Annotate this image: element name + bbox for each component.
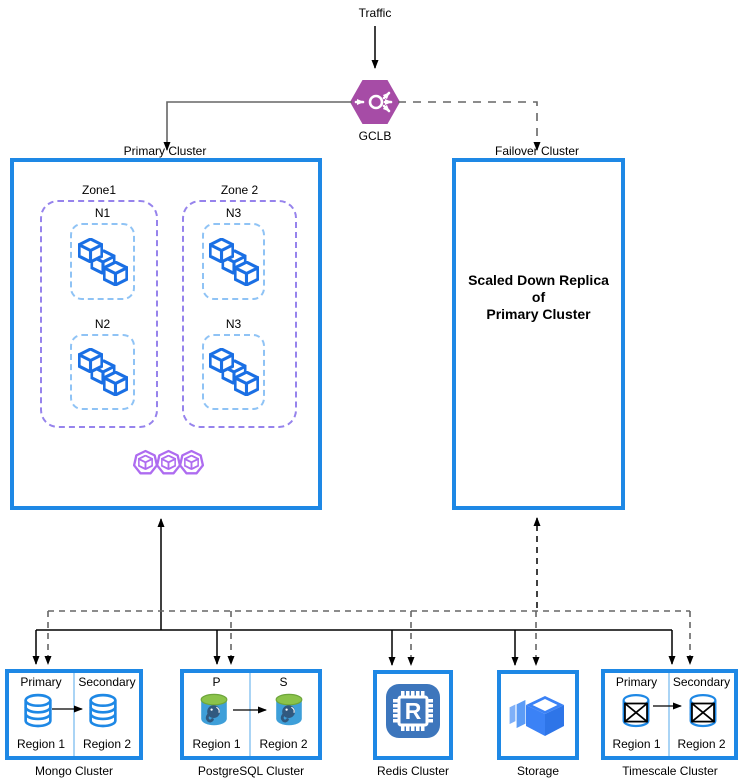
postgresql-secondary-label: S <box>279 675 288 689</box>
node-n3b-box <box>202 334 265 410</box>
timescale-primary-label: Primary <box>615 675 658 689</box>
mongo-database-icon <box>88 693 118 729</box>
mongo-region-divider <box>73 673 75 756</box>
node-n3a-box <box>202 223 265 300</box>
gke-icon <box>156 449 181 478</box>
timescale-cluster-label: Timescale Cluster <box>622 764 718 778</box>
failover-text-line1: Scaled Down Replica <box>468 272 609 288</box>
failover-cluster-label: Failover Cluster <box>494 144 580 158</box>
node-n2-label: N2 <box>94 317 111 331</box>
postgresql-primary-label: P <box>212 675 221 689</box>
timescale-region-divider <box>668 673 670 756</box>
gke-icon <box>179 449 204 478</box>
timescale-secondary-label: Secondary <box>672 675 731 689</box>
edge-gclb-to-failover <box>398 101 541 151</box>
timescale-region1-label: Region 1 <box>612 737 661 751</box>
zone1-label: Zone1 <box>81 183 117 197</box>
gclb-load-balancer-icon <box>350 80 400 124</box>
storage-box <box>497 670 579 760</box>
node-n3a-label: N3 <box>225 206 242 220</box>
postgresql-region2-label: Region 2 <box>259 737 308 751</box>
gclb-label: GCLB <box>358 129 392 143</box>
node-n2-box <box>70 334 135 410</box>
node-pool-cubes-icon <box>78 348 128 396</box>
postgresql-region-divider <box>249 673 251 756</box>
mongo-region1-label: Region 1 <box>16 737 66 751</box>
traffic-label: Traffic <box>358 6 392 20</box>
mongo-secondary-label: Secondary <box>78 675 136 689</box>
zone2-label: Zone 2 <box>220 183 259 197</box>
redis-cluster-label: Redis Cluster <box>376 764 450 778</box>
timescale-database-icon <box>621 693 651 729</box>
node-pool-cubes-icon <box>78 238 128 286</box>
gke-icon <box>133 449 158 478</box>
postgresql-region1-label: Region 1 <box>192 737 241 751</box>
primary-cluster-label: Primary Cluster <box>123 144 207 158</box>
redis-cluster-box: R <box>373 670 453 760</box>
node-pool-cubes-icon <box>209 238 259 286</box>
mongo-cluster-box: Primary Secondary Region 1 Region 2 <box>5 669 143 760</box>
zone2-box <box>182 200 297 428</box>
node-n1-box <box>70 223 135 300</box>
redis-memorystore-icon: R <box>386 684 440 738</box>
timescale-database-icon <box>688 693 718 729</box>
postgresql-icon <box>273 692 305 728</box>
mongo-primary-label: Primary <box>20 675 62 689</box>
node-pool-cubes-icon <box>209 348 259 396</box>
node-n1-label: N1 <box>94 206 111 220</box>
zone1-box <box>40 200 158 428</box>
node-n3b-label: N3 <box>225 317 242 331</box>
postgresql-cluster-label: PostgreSQL Cluster <box>197 764 305 778</box>
postgresql-cluster-box: P S Region 1 Region 2 <box>180 669 322 760</box>
timescale-region2-label: Region 2 <box>677 737 726 751</box>
storage-icon <box>506 688 568 738</box>
mongo-cluster-label: Mongo Cluster <box>34 764 114 778</box>
failover-cluster-box: Scaled Down Replica of Primary Cluster <box>452 158 625 510</box>
redis-letter: R <box>405 698 422 724</box>
mongo-region2-label: Region 2 <box>82 737 132 751</box>
mongo-database-icon <box>23 693 53 729</box>
edge-gclb-to-primary <box>163 101 352 151</box>
failover-text-line3: Primary Cluster <box>486 306 591 322</box>
timescale-cluster-box: Primary Secondary Region 1 Region 2 <box>601 669 738 760</box>
storage-label: Storage <box>516 764 560 778</box>
failover-cluster-description: Scaled Down Replica of Primary Cluster <box>456 272 621 323</box>
failover-text-line2: of <box>531 289 546 305</box>
postgresql-icon <box>198 692 230 728</box>
